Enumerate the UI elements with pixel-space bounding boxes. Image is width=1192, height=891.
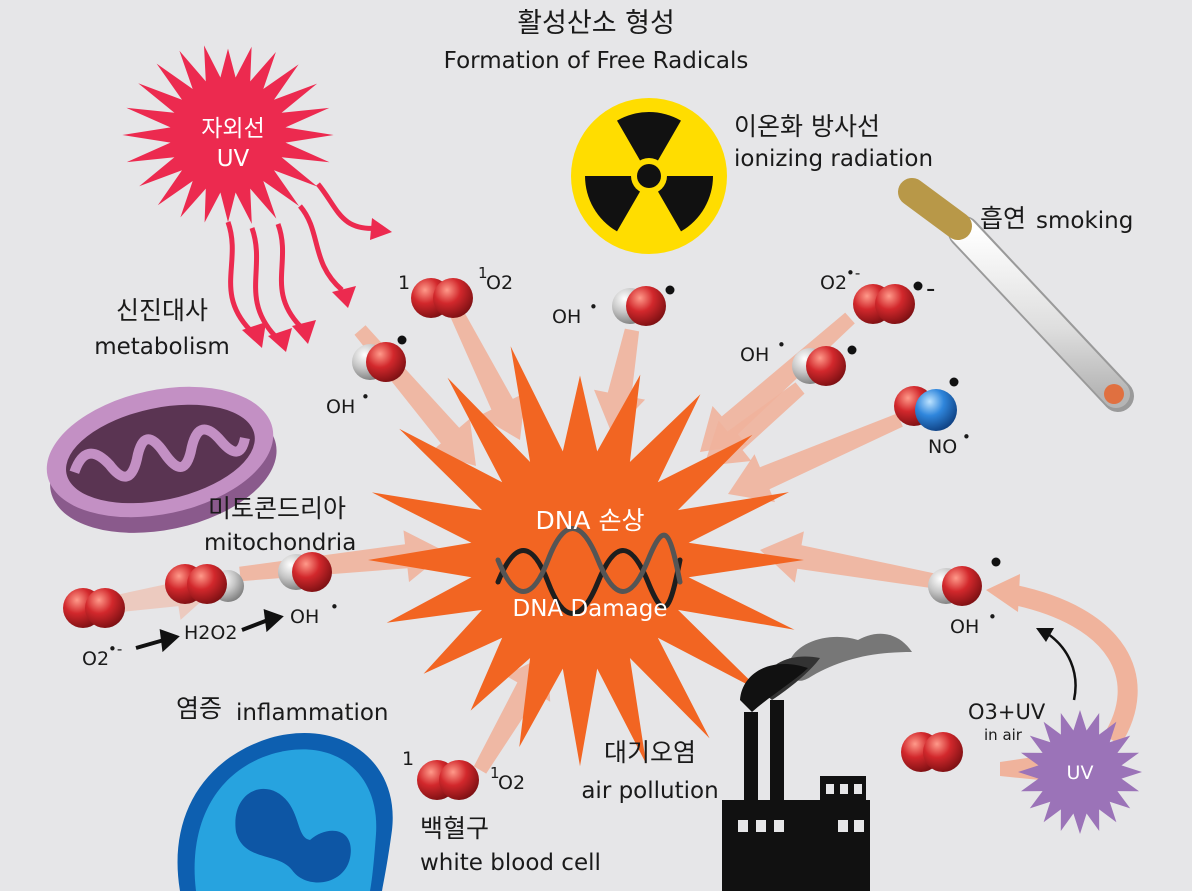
air-uv-curve-arrowhead bbox=[986, 574, 1020, 612]
in-air-label: in air bbox=[984, 726, 1022, 744]
factory-icon bbox=[722, 633, 912, 891]
oh-dot-5: • bbox=[988, 608, 997, 626]
uv-burst-icon bbox=[122, 45, 334, 224]
hydroxyl-2-oxygen bbox=[626, 286, 666, 326]
dna-damage-burst bbox=[368, 346, 804, 767]
title-en: Formation of Free Radicals bbox=[443, 48, 749, 74]
oh-label-4: OH bbox=[290, 606, 320, 628]
superoxide-charge-1: •- bbox=[846, 264, 861, 282]
radical-arrow-2 bbox=[449, 308, 526, 440]
center-label-en: DNA Damage bbox=[512, 596, 668, 622]
inflammation-label-en: inflammation bbox=[236, 700, 389, 726]
superoxide-1-oxygen-b bbox=[875, 284, 915, 324]
title-ko: 활성산소 형성 bbox=[517, 8, 675, 39]
radical-dot-3 bbox=[913, 281, 923, 291]
radiation-icon bbox=[571, 98, 727, 254]
ozone-curve-arrow bbox=[1047, 632, 1077, 701]
nitric-oxide-nitrogen bbox=[915, 389, 957, 431]
radical-arrow-4 bbox=[700, 312, 855, 452]
uv-label-en: UV bbox=[216, 146, 250, 172]
uv-small-burst-icon bbox=[1018, 710, 1142, 834]
oh-dot-4: • bbox=[330, 598, 339, 616]
oh-label-1: OH bbox=[326, 396, 356, 418]
smoking-label-ko: 흡연 bbox=[980, 204, 1027, 233]
mitochondrion-icon bbox=[46, 386, 277, 533]
metabolism-label-ko: 신진대사 bbox=[115, 296, 208, 325]
cigarette-icon bbox=[898, 178, 1134, 412]
radical-arrow-5 bbox=[704, 382, 805, 466]
superoxide-2-oxygen-b bbox=[85, 588, 125, 628]
singlet-prefix-2: 1 bbox=[402, 748, 415, 770]
oh-label-5: OH bbox=[950, 616, 980, 638]
white-blood-cell-icon bbox=[177, 733, 393, 891]
hydroxyl-1-oxygen bbox=[366, 342, 406, 382]
superoxide-label-1: O2 bbox=[820, 272, 848, 294]
uv-label-ko: 자외선 bbox=[201, 116, 265, 142]
h2o2-oxygen-b bbox=[187, 564, 227, 604]
radical-dot-2 bbox=[665, 285, 675, 295]
radical-dot-4 bbox=[847, 345, 857, 355]
dna-helix-icon bbox=[495, 526, 683, 616]
metabolism-label-en: metabolism bbox=[94, 334, 230, 360]
radical-dot-5 bbox=[949, 377, 959, 387]
radical-arrow-6 bbox=[728, 413, 903, 503]
mitochondria-label-ko: 미토콘드리아 bbox=[208, 494, 347, 523]
radiation-label-en: ionizing radiation bbox=[734, 146, 934, 172]
inflammation-label-ko: 염증 bbox=[176, 694, 223, 723]
air-pollution-label-ko: 대기오염 bbox=[603, 738, 696, 767]
smoking-label-en: smoking bbox=[1036, 208, 1134, 234]
singlet-sup-2: 1 bbox=[490, 764, 500, 782]
ozone-uv-label: O3+UV bbox=[968, 700, 1045, 725]
no-dot: • bbox=[962, 428, 971, 446]
oh-label-3: OH bbox=[740, 344, 770, 366]
singlet-oxygen-2-oxygen-b bbox=[439, 760, 479, 800]
ozone-uv-text: O3+UV bbox=[968, 700, 1046, 724]
no-label: NO bbox=[928, 436, 958, 458]
uv-rays bbox=[225, 182, 381, 338]
hydroxyl-5-oxygen bbox=[942, 566, 982, 606]
radical-dot-1 bbox=[397, 335, 407, 345]
wbc-label-en: white blood cell bbox=[420, 850, 601, 876]
oh-dot-1: • bbox=[361, 388, 370, 406]
mitochondria-label-en: mitochondria bbox=[204, 530, 357, 556]
singlet-o2-label-1: O2 bbox=[486, 272, 514, 294]
singlet-o2-label-2: O2 bbox=[498, 772, 526, 794]
ozone-oxygen-b bbox=[923, 732, 963, 772]
uv-small-label: UV bbox=[1066, 762, 1094, 784]
charge-label-1: - bbox=[926, 274, 936, 304]
radical-dot-6 bbox=[991, 557, 1001, 567]
wbc-label-ko: 백혈구 bbox=[420, 814, 490, 843]
hydroxyl-4-oxygen bbox=[292, 552, 332, 592]
oh-dot-2: • bbox=[589, 298, 598, 316]
oh-label-2: OH bbox=[552, 306, 582, 328]
air-uv-curve-arrow bbox=[1008, 584, 1138, 746]
radiation-label-ko: 이온화 방사선 bbox=[734, 112, 880, 141]
superoxide-label-2: O2 bbox=[82, 648, 110, 670]
hydroxyl-3-oxygen bbox=[806, 346, 846, 386]
singlet-sup-1: 1 bbox=[478, 264, 488, 282]
singlet-oxygen-1-oxygen-b bbox=[433, 278, 473, 318]
oh-dot-3: • bbox=[777, 336, 786, 354]
reaction-arrows bbox=[135, 609, 284, 653]
superoxide-charge-2: •- bbox=[108, 640, 123, 658]
center-label-ko: DNA 손상 bbox=[535, 506, 645, 535]
singlet-prefix-1: 1 bbox=[398, 272, 411, 294]
air-pollution-label-en: air pollution bbox=[581, 778, 719, 804]
radical-arrow-7 bbox=[760, 531, 942, 590]
h2o2-label: H2O2 bbox=[184, 622, 238, 644]
